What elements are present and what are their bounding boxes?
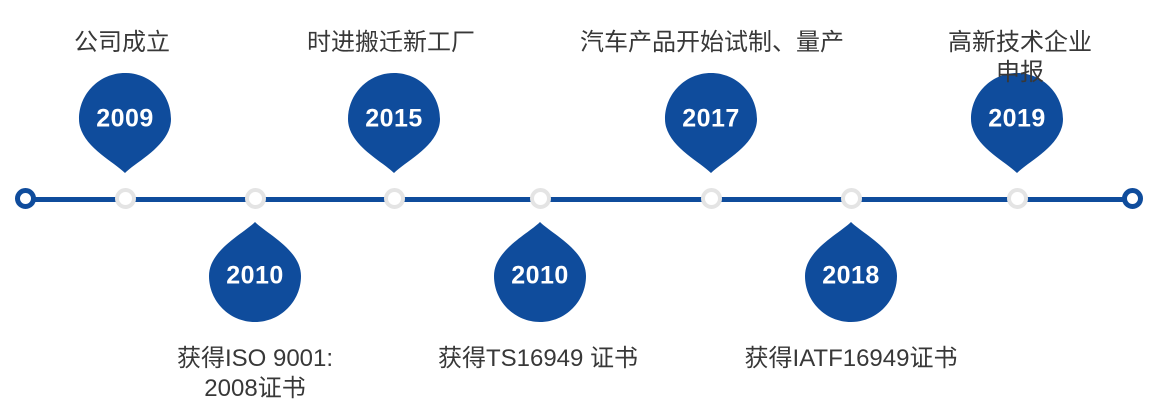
- balloon-teardrop-icon: [805, 222, 897, 322]
- milestone-label: 汽车产品开始试制、量产: [580, 29, 844, 56]
- milestone-year: 2017: [682, 104, 740, 133]
- timeline-node-dot: [700, 188, 722, 209]
- timeline-line: [25, 197, 1132, 202]
- balloon-teardrop-icon: [665, 73, 757, 173]
- milestone-balloon: 2018: [801, 222, 901, 322]
- milestone-label: 获得ISO 9001: 2008证书: [176, 345, 334, 402]
- milestone-balloon: 2010: [490, 222, 590, 322]
- balloon-teardrop-icon: [971, 73, 1063, 173]
- timeline-end-endpoint-icon: [1121, 188, 1143, 209]
- milestone-year: 2010: [226, 261, 284, 290]
- balloon-teardrop-icon: [209, 222, 301, 322]
- milestone-balloon: 2019: [967, 73, 1067, 173]
- milestone-year: 2015: [365, 104, 423, 133]
- timeline-start-endpoint-icon: [14, 188, 36, 209]
- timeline-node-dot: [244, 188, 266, 209]
- milestone-year: 2010: [511, 261, 569, 290]
- milestone-balloon: 2009: [75, 73, 175, 173]
- milestone-label: 时进搬迁新工厂: [307, 29, 475, 56]
- milestone-balloon: 2015: [344, 73, 444, 173]
- timeline-node-dot: [529, 188, 551, 209]
- milestone-year: 2009: [96, 104, 154, 133]
- timeline-node-dot: [114, 188, 136, 209]
- milestone-label: 获得IATF16949证书: [744, 345, 958, 372]
- milestone-year: 2019: [988, 104, 1046, 133]
- milestone-balloon: 2010: [205, 222, 305, 322]
- balloon-teardrop-icon: [79, 73, 171, 173]
- timeline-node-dot: [840, 188, 862, 209]
- milestone-label: 公司成立: [74, 29, 170, 56]
- milestone-year: 2018: [822, 261, 880, 290]
- milestone-label: 高新技术企业申报: [948, 29, 1092, 86]
- balloon-teardrop-icon: [348, 73, 440, 173]
- balloon-teardrop-icon: [494, 222, 586, 322]
- timeline-node-dot: [383, 188, 405, 209]
- milestone-label: 获得TS16949 证书: [437, 345, 639, 372]
- timeline-node-dot: [1006, 188, 1028, 209]
- milestone-balloon: 2017: [661, 73, 761, 173]
